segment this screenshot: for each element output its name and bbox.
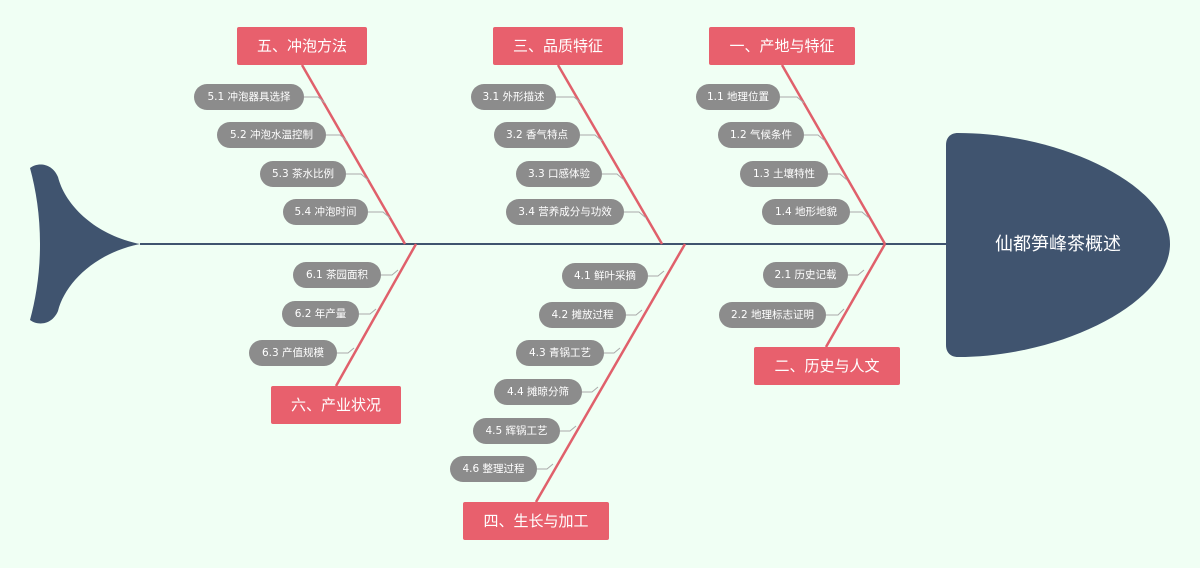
bone-4: [534, 243, 687, 503]
connector: [580, 134, 603, 142]
cause-item: 4.3 青锅工艺: [516, 340, 604, 366]
cause-item: 4.1 鲜叶采摘: [562, 263, 648, 289]
cause-item: 4.5 辉锅工艺: [473, 418, 560, 444]
connector: [624, 211, 647, 219]
connector: [602, 173, 625, 181]
cause-item: 5.4 冲泡时间: [283, 199, 368, 225]
bone-2: [824, 243, 887, 348]
connector: [346, 173, 369, 181]
cause-item: 2.2 地理标志证明: [719, 302, 826, 328]
connector: [826, 308, 845, 316]
connector: [560, 425, 577, 432]
bone-6: [334, 243, 418, 387]
category-5: 五、冲泡方法: [237, 27, 367, 65]
category-2: 二、历史与人文: [754, 347, 900, 385]
cause-item: 3.3 口感体验: [516, 161, 602, 187]
connector: [381, 269, 399, 276]
connector: [626, 309, 643, 316]
cause-item: 4.2 摊放过程: [539, 302, 626, 328]
connector: [648, 270, 665, 277]
connector: [848, 269, 865, 276]
cause-item: 5.1 冲泡器具选择: [194, 84, 304, 110]
fish-tail: [30, 164, 140, 324]
cause-item: 3.2 香气特点: [494, 122, 580, 148]
connector: [556, 96, 582, 104]
bone-5: [300, 64, 407, 245]
connector: [582, 386, 599, 393]
cause-item: 6.3 产值规模: [249, 340, 337, 366]
connector: [604, 347, 621, 354]
cause-item: 1.1 地理位置: [696, 84, 780, 110]
cause-item: 5.2 冲泡水温控制: [217, 122, 326, 148]
bone-1: [780, 64, 887, 245]
category-3: 三、品质特征: [493, 27, 623, 65]
connector: [359, 308, 377, 315]
cause-item: 4.4 摊晾分筛: [494, 379, 582, 405]
connector: [304, 96, 326, 104]
connector: [804, 134, 826, 142]
category-1: 一、产地与特征: [709, 27, 855, 65]
connectors: [304, 96, 870, 470]
cause-item: 1.4 地形地貌: [762, 199, 850, 225]
connector: [368, 211, 391, 219]
cause-item: 6.2 年产量: [282, 301, 359, 327]
category-4: 四、生长与加工: [463, 502, 609, 540]
cause-item: 4.6 整理过程: [450, 456, 537, 482]
cause-item: 5.3 茶水比例: [260, 161, 346, 187]
connector: [326, 134, 348, 142]
connector: [850, 211, 870, 219]
cause-item: 1.3 土壤特性: [740, 161, 828, 187]
connector: [337, 347, 355, 354]
connector: [780, 96, 805, 104]
diagram-title: 仙都笋峰茶概述: [995, 234, 1121, 255]
connector: [828, 173, 848, 181]
connector: [537, 463, 554, 470]
fish-head: [946, 133, 1170, 357]
category-6: 六、产业状况: [271, 386, 401, 424]
cause-item: 1.2 气候条件: [718, 122, 804, 148]
bone-3: [556, 64, 664, 245]
cause-item: 3.1 外形描述: [471, 84, 556, 110]
cause-item: 3.4 营养成分与功效: [506, 199, 624, 225]
cause-item: 2.1 历史记载: [763, 262, 848, 288]
cause-item: 6.1 茶园面积: [293, 262, 381, 288]
